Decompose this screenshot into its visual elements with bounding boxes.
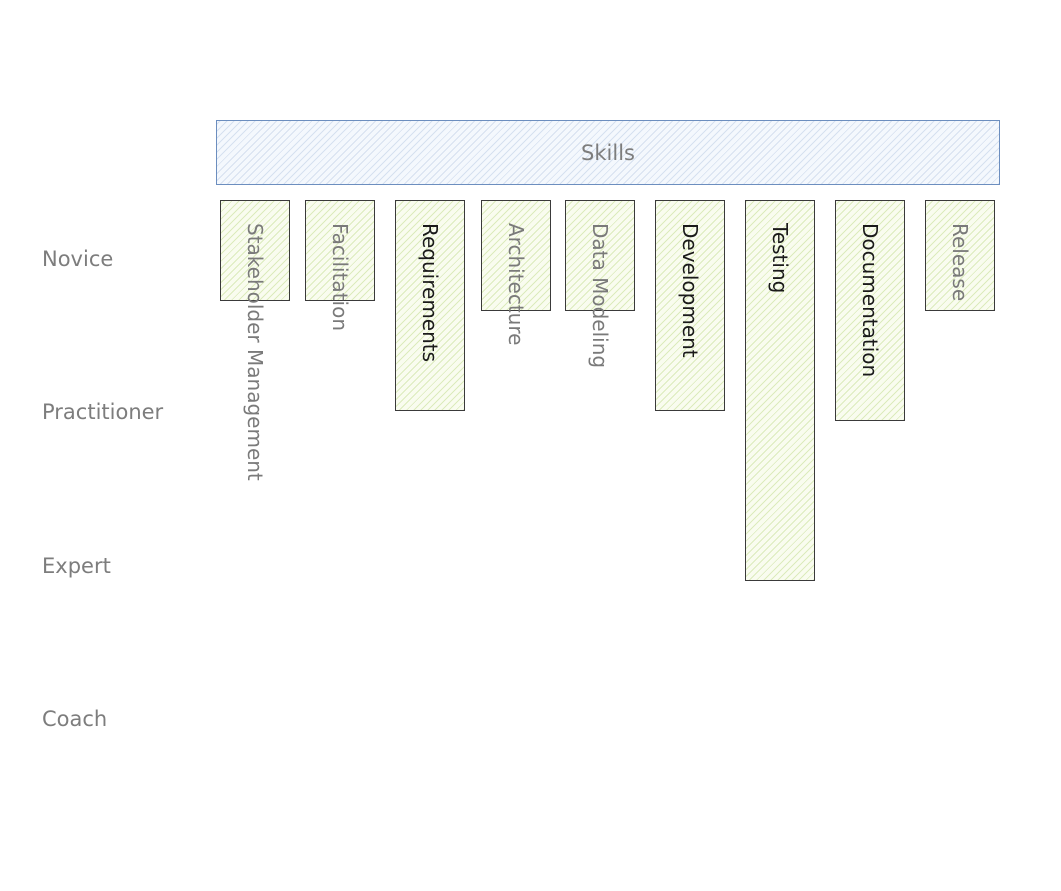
skill-column-documentation[interactable] — [835, 200, 905, 421]
level-label-practitioner: Practitioner — [42, 400, 164, 424]
skill-label-development: Development — [678, 223, 702, 358]
skill-column-release[interactable] — [925, 200, 995, 311]
level-label-coach: Coach — [42, 707, 108, 731]
skill-label-data-modeling: Data Modeling — [588, 223, 612, 369]
skill-label-release: Release — [948, 223, 972, 302]
skill-column-requirements[interactable] — [395, 200, 465, 411]
skill-label-requirements: Requirements — [418, 223, 442, 363]
skill-column-facilitation[interactable] — [305, 200, 375, 301]
skill-label-facilitation: Facilitation — [328, 223, 352, 331]
skill-label-architecture: Architecture — [504, 223, 528, 346]
skill-label-documentation: Documentation — [858, 223, 882, 378]
skill-column-architecture[interactable] — [481, 200, 551, 311]
skill-column-data-modeling[interactable] — [565, 200, 635, 311]
skills-header[interactable]: Skills — [216, 120, 1000, 185]
skill-label-stakeholder-management: Stakeholder Management — [243, 223, 267, 481]
skill-column-development[interactable] — [655, 200, 725, 411]
level-label-expert: Expert — [42, 554, 111, 578]
skill-column-stakeholder-management[interactable] — [220, 200, 290, 301]
skill-column-testing[interactable] — [745, 200, 815, 581]
skill-label-testing: Testing — [768, 223, 792, 294]
skills-header-label: Skills — [581, 140, 635, 165]
level-label-novice: Novice — [42, 247, 114, 271]
